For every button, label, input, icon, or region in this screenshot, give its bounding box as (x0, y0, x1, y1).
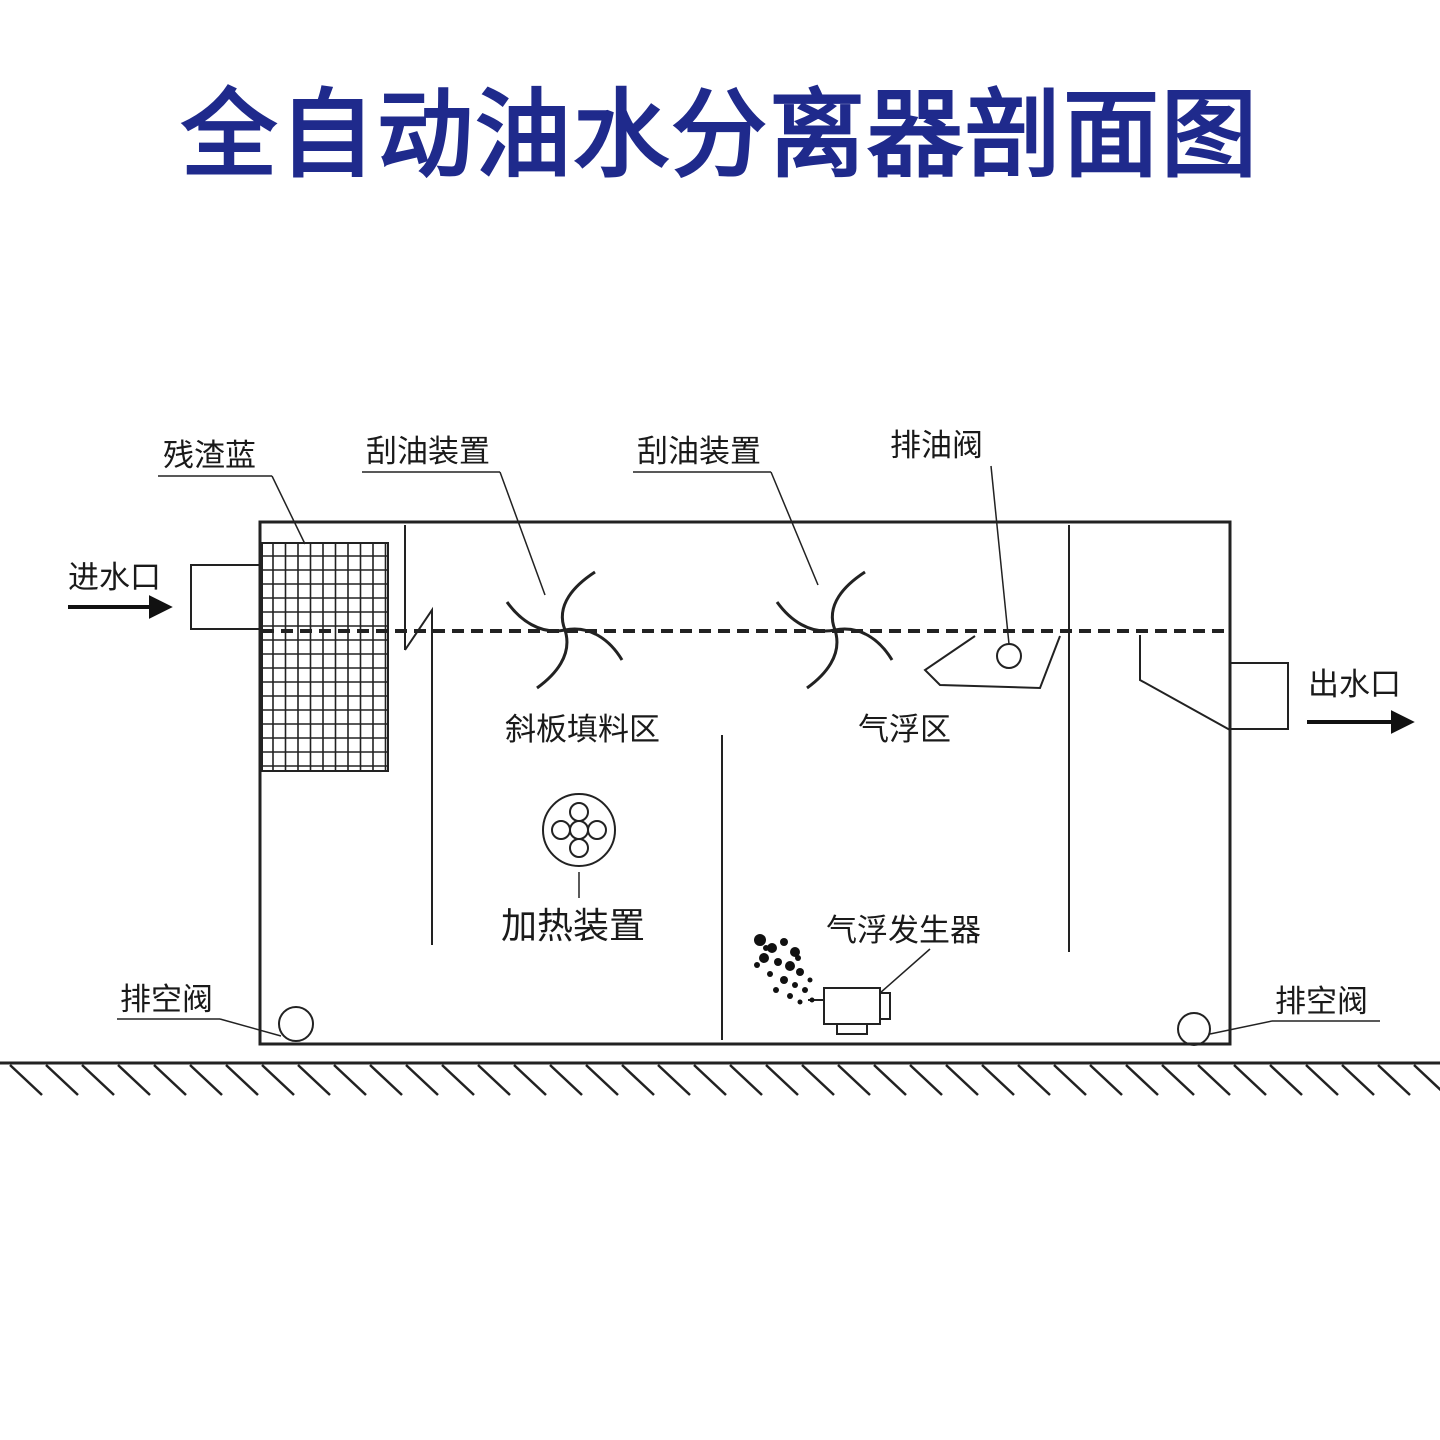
oil-scraper-1 (505, 570, 624, 690)
heating-device-icon (542, 793, 616, 867)
oil-scraper-2-leader (770, 471, 819, 586)
air-flotation-generator-label: 气浮发生器 (826, 913, 981, 949)
tank-outline (258, 520, 1232, 1046)
air-bubbles (754, 934, 815, 1005)
drain-valve-left-leader (219, 1018, 282, 1037)
drain-valve-left-icon (278, 1006, 314, 1042)
oil-drain-valve-leader (990, 465, 1010, 645)
oil-drain-valve-icon (996, 643, 1022, 669)
drain-valve-right-label: 排空阀 (1275, 984, 1368, 1020)
heating-device-label: 加热装置 (501, 906, 645, 947)
baffles (404, 525, 1231, 1040)
residue-basket (261, 542, 389, 772)
air-flotation-generator-icon (808, 987, 891, 1035)
drain-valve-right-leader (1209, 1020, 1273, 1035)
oil-collection-trough (923, 635, 1061, 690)
diagram-title: 全自动油水分离器剖面图 (181, 79, 1259, 191)
drain-valve-left-label: 排空阀 (120, 982, 213, 1018)
oil-scraper-1-leader (499, 471, 546, 596)
water-inlet-label: 进水口 (68, 560, 161, 596)
drain-valve-right-icon (1177, 1012, 1211, 1046)
residue-basket-leader (271, 475, 306, 545)
oil-scraper-2-label: 刮油装置 (637, 434, 761, 470)
inlet-pipe (190, 564, 262, 630)
residue-basket-label: 残渣蓝 (163, 438, 256, 474)
air-flotation-zone-label: 气浮区 (858, 712, 951, 748)
inclined-plate-zone-label: 斜板填料区 (505, 712, 660, 748)
ground (0, 1061, 1440, 1096)
oil-drain-valve-label: 排油阀 (890, 428, 983, 464)
oil-scraper-1-label: 刮油装置 (366, 434, 490, 470)
water-outlet-label: 出水口 (1308, 667, 1401, 703)
outlet-pipe (1229, 662, 1289, 730)
oil-scraper-2 (775, 570, 894, 690)
air-flotation-generator-leader (879, 948, 931, 994)
